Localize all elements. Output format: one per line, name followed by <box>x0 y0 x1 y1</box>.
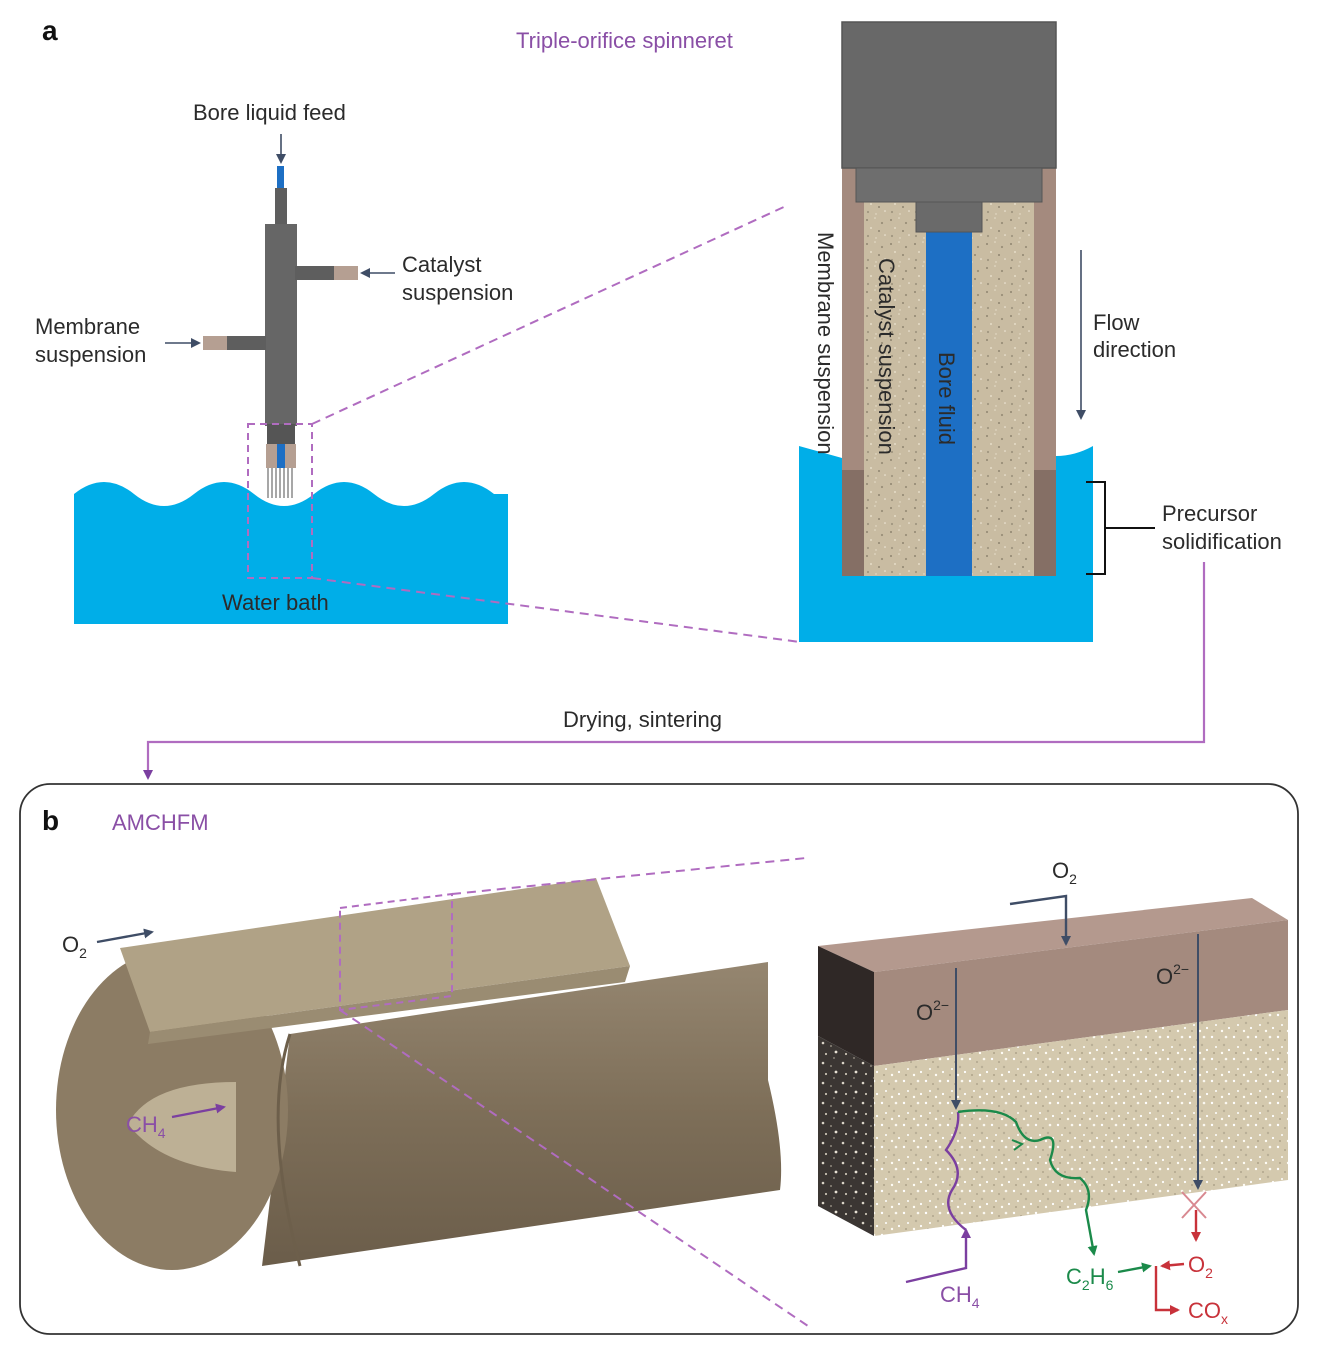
zoom-line-top <box>311 205 787 425</box>
catalyst-suspension-label-2: suspension <box>402 280 513 305</box>
zoom-line-b-bottom <box>339 1009 809 1327</box>
zoom-box-b <box>339 892 453 1012</box>
membrane-suspension-label-1: Membrane <box>35 314 140 339</box>
o2-tube-label: O2 <box>62 932 87 961</box>
cox-arrow <box>1154 1266 1180 1315</box>
hollow-fiber-tube <box>56 878 782 1270</box>
panel-a-letter: a <box>42 15 58 46</box>
o2-tube-arrow <box>96 928 154 944</box>
precursor-label-2: solidification <box>1162 529 1282 554</box>
c2h6-path <box>957 1109 1098 1256</box>
precursor-label-1: Precursor <box>1162 501 1257 526</box>
ch4-tube-label: CH4 <box>126 1112 166 1141</box>
membrane-cross-section <box>818 898 1288 1236</box>
o2-top-arrow <box>1009 894 1071 946</box>
ch4-tube-arrow <box>171 1103 226 1119</box>
membrane-suspension-vertical: Membrane suspension <box>813 232 838 455</box>
water-bath-left <box>74 482 508 624</box>
c2h6-label: C2H6 <box>1066 1264 1114 1293</box>
spinneret-enlarged <box>799 21 1093 642</box>
drying-sintering-label: Drying, sintering <box>563 707 722 732</box>
cox-label: COx <box>1188 1298 1228 1327</box>
ch4-bottom-label: CH4 <box>940 1282 980 1311</box>
bore-fluid-vertical: Bore fluid <box>934 352 959 445</box>
o2-top-label: O2 <box>1052 858 1077 887</box>
catalyst-suspension-label-1: Catalyst <box>402 252 481 277</box>
process-arrow <box>143 562 1206 780</box>
ch4-diffusion-path <box>944 1111 967 1231</box>
precursor-bracket <box>1086 481 1155 575</box>
water-bath-label: Water bath <box>222 590 329 615</box>
spinneret-title: Triple-orifice spinneret <box>516 28 733 53</box>
zoom-line-bottom <box>311 577 801 643</box>
o2-red-arrow <box>1160 1260 1185 1271</box>
catalyst-suspension-vertical: Catalyst suspension <box>874 258 899 455</box>
ch4-bottom-arrow <box>905 1228 971 1284</box>
o2minus-left-label: O2− <box>916 997 949 1025</box>
bore-liquid-feed-label: Bore liquid feed <box>193 100 346 125</box>
membrane-suspension-label-2: suspension <box>35 342 146 367</box>
o2-red-label: O2 <box>1188 1252 1213 1281</box>
panel-b-letter: b <box>42 805 59 836</box>
blocked-cross <box>1181 1191 1207 1219</box>
flow-direction-label-1: Flow <box>1093 310 1140 335</box>
amchfm-title: AMCHFM <box>112 810 209 835</box>
c2h6-mid-arrowhead <box>1011 1139 1025 1151</box>
spinneret-assembly <box>203 166 358 498</box>
o2minus-right-label: O2− <box>1156 961 1189 989</box>
flow-direction-label-2: direction <box>1093 337 1176 362</box>
c2h6-to-oxidation-arrow <box>1117 1262 1152 1274</box>
